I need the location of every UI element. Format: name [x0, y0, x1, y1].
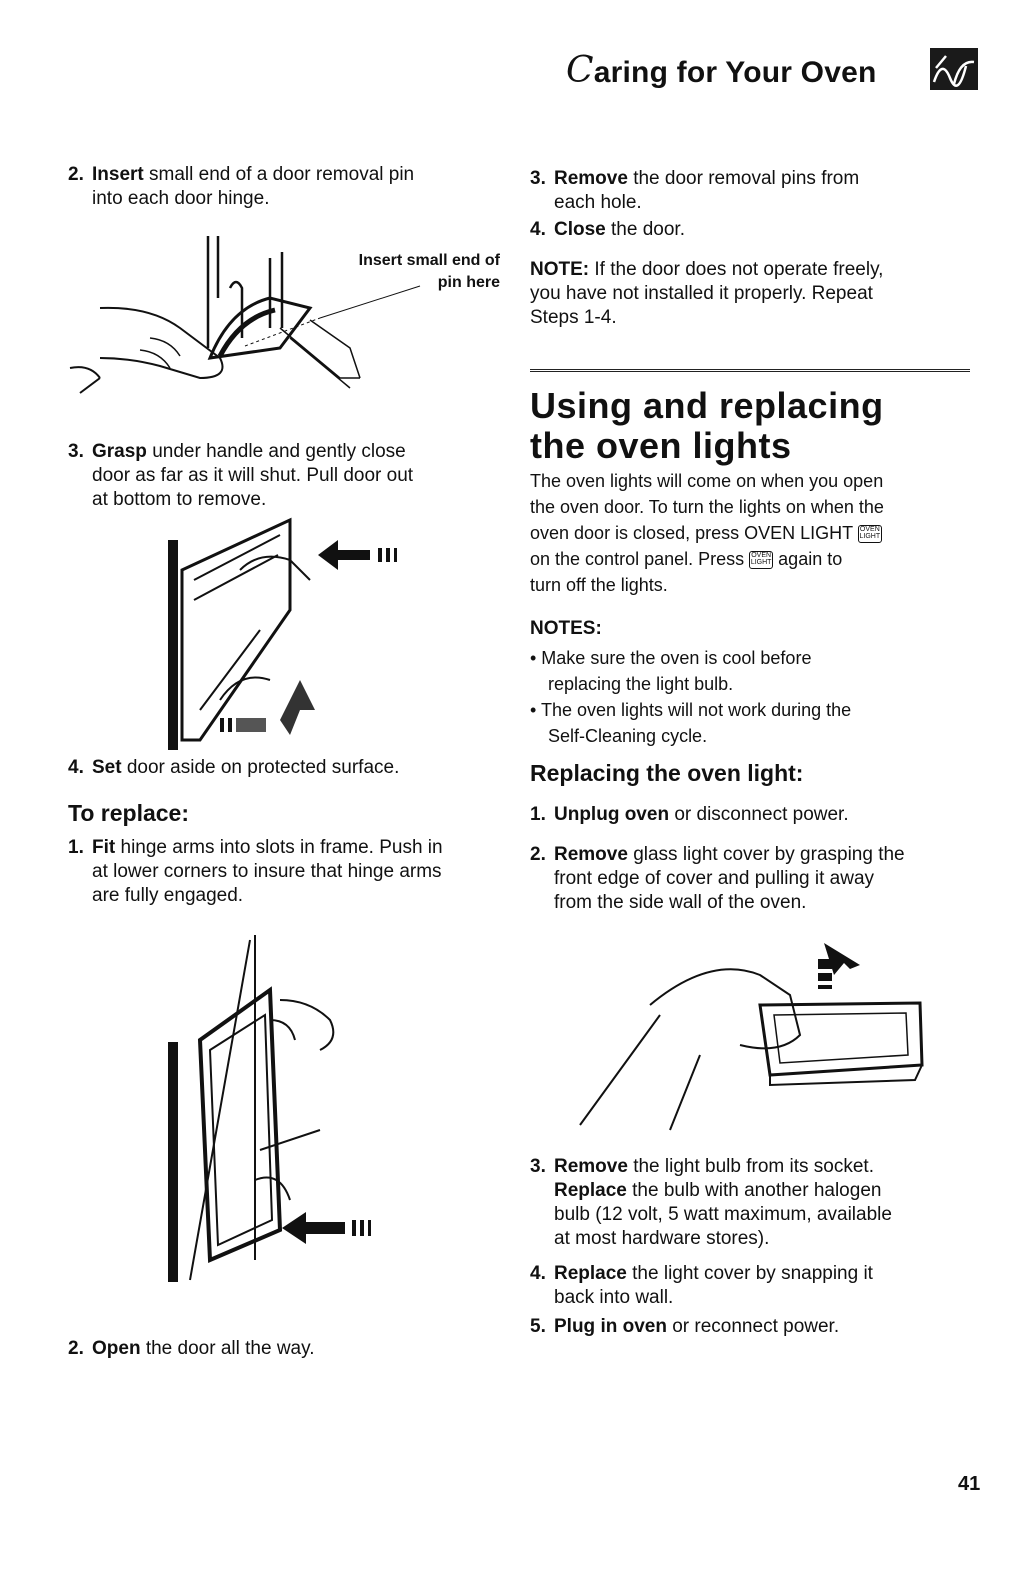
hinge-pin-illustration — [69, 236, 421, 394]
step-2-insert: 2.Insert small end of a door removal pin… — [68, 164, 415, 209]
step-3-grasp: 3.Grasp under handle and gently close do… — [68, 441, 414, 510]
notes-label: NOTES: — [530, 618, 602, 639]
page-number: 41 — [958, 1473, 981, 1495]
door-note: NOTE: If the door does not operate freel… — [530, 259, 884, 328]
door-removal-illustration — [168, 517, 397, 750]
step-4-set: 4.Set door aside on protected surface. — [68, 757, 400, 778]
light-step-4-replace-cover: 4.Replace the light cover by snapping it… — [530, 1263, 873, 1308]
note-bullet-self-clean: • The oven lights will not work during t… — [530, 700, 852, 746]
replace-step-3-remove-pins: 3.Remove the door removal pins from each… — [530, 168, 860, 213]
page-header-title: Caring for Your Oven — [566, 50, 877, 91]
door-refit-illustration — [168, 935, 371, 1282]
oven-light-button-icon: OVEN LIGHT — [857, 525, 882, 544]
to-replace-heading: To replace: — [68, 800, 189, 826]
light-step-1-unplug: 1.Unplug oven or disconnect power. — [530, 804, 849, 825]
logo-mark — [932, 55, 975, 87]
replace-step-4-close: 4.Close the door. — [530, 219, 685, 240]
light-step-3-replace-bulb: 3.Remove the light bulb from its socket.… — [530, 1156, 892, 1249]
replacing-light-heading: Replacing the oven light: — [530, 760, 804, 786]
light-step-5-plug-in: 5.Plug in oven or reconnect power. — [530, 1316, 840, 1337]
hinge-pin-callout: Insert small end of pin here — [358, 252, 500, 291]
oven-logo-icon — [930, 48, 978, 90]
light-cover-illustration — [579, 943, 924, 1131]
lights-intro-paragraph: The oven lights will come on when you op… — [530, 471, 884, 595]
section-divider — [530, 369, 970, 372]
oven-light-button-icon: OVEN LIGHT — [749, 551, 774, 570]
lights-section-title: Using and replacing the oven lights — [530, 385, 884, 466]
replace-step-2-open: 2.Open the door all the way. — [68, 1338, 315, 1359]
light-step-2-remove-cover: 2.Remove glass light cover by grasping t… — [530, 844, 905, 913]
replace-step-1-fit: 1.Fit hinge arms into slots in frame. Pu… — [68, 837, 443, 906]
